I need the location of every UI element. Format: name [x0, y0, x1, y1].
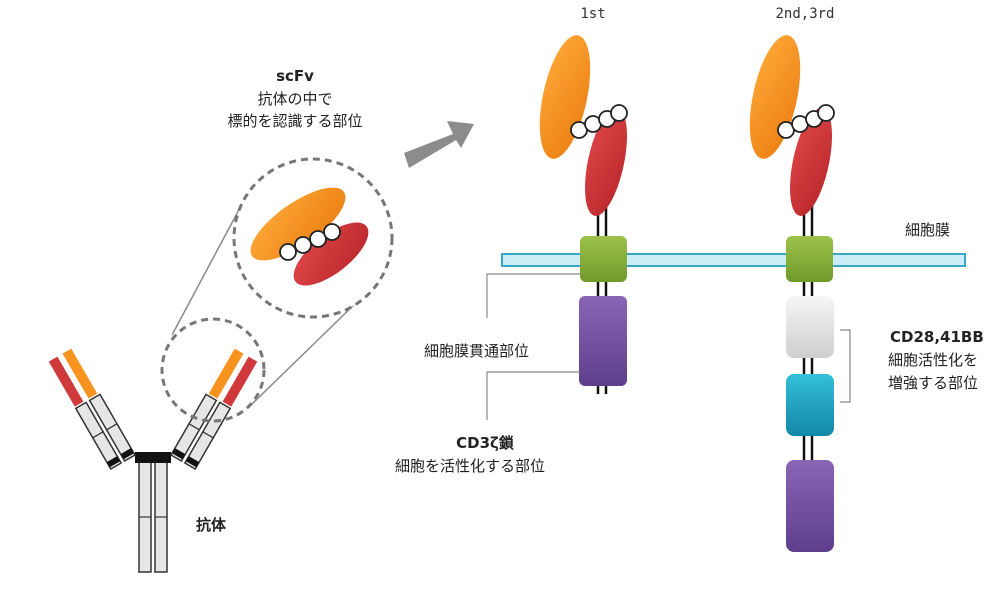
antibody — [48, 348, 258, 573]
cell-membrane-label: 細胞膜 — [905, 221, 951, 239]
costim-title: CD28,41BB — [890, 328, 984, 346]
first-generation-label: 1st — [580, 6, 606, 22]
costim-description-line1: 細胞活性化を — [888, 351, 979, 369]
cd3z-description: 細胞を活性化する部位 — [395, 457, 546, 475]
cd3z-title: CD3ζ鎖 — [456, 434, 514, 452]
small-zoom-circle — [160, 317, 266, 423]
second-third-generation-label: 2nd,3rd — [775, 6, 835, 22]
costim-domain-grey — [786, 296, 834, 358]
transmembrane-label: 細胞膜貫通部位 — [424, 342, 530, 360]
cell-membrane — [501, 253, 966, 267]
scfv-description-line1: 抗体の中で — [257, 90, 333, 108]
scfv-title: scFv — [276, 67, 314, 85]
car-first-generation — [539, 35, 628, 394]
leader-lines — [486, 273, 851, 420]
cd3z-domain-2 — [786, 460, 834, 552]
transmembrane-domain-2 — [786, 236, 833, 282]
car-second-third-generation — [749, 35, 835, 552]
transmembrane-domain — [580, 236, 627, 282]
antibody-right-arm — [169, 348, 258, 471]
antibody-label: 抗体 — [196, 516, 227, 534]
antibody-hinge — [135, 452, 171, 463]
transition-arrow-icon — [404, 121, 474, 168]
costim-domain-teal — [786, 374, 834, 436]
costim-description-line2: 増強する部位 — [888, 374, 979, 392]
scfv-zoomed — [250, 187, 369, 286]
antibody-left-arm — [48, 348, 137, 471]
cd3z-domain — [579, 296, 627, 386]
scfv-description-line2: 標的を認識する部位 — [227, 112, 363, 130]
zoom-callout — [160, 157, 394, 423]
